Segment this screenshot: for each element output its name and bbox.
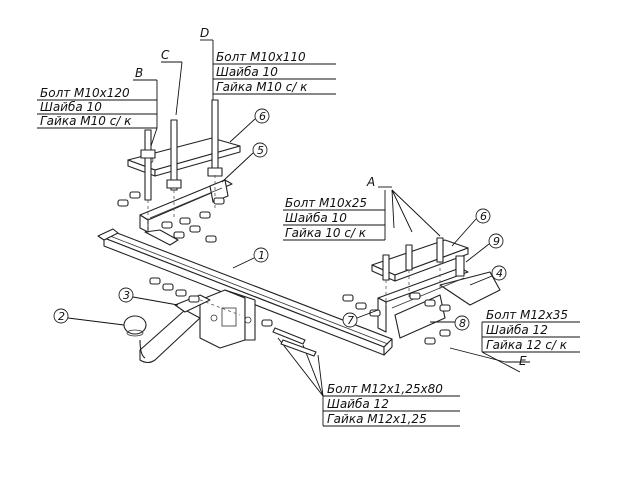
callout-group-bottom: Болт М12х1,25х80 Шайба 12 Гайка М12х1,25 [327,382,443,426]
left-long-bolts [140,99,223,235]
svg-text:4: 4 [496,267,503,280]
svg-text:9: 9 [493,235,500,248]
callout-e-bolt: Болт М12х35 [486,308,568,322]
callout-bottom-washer: Шайба 12 [327,397,389,411]
callout-b-washer: Шайба 10 [40,100,102,114]
callout-b-bolt: Болт М10х120 [40,86,130,100]
svg-text:6: 6 [480,210,487,223]
callout-a-nut: Гайка 10 с/ к [285,226,367,240]
part-number-4: 4 [469,265,507,286]
callout-bottom-nut: Гайка М12х1,25 [327,412,427,426]
svg-text:7: 7 [347,314,354,327]
callout-group-b: Болт М10х120 Шайба 10 Гайка М10 с/ к [40,86,132,128]
callout-group-e: Болт М12х35 Шайба 12 Гайка 12 с/ к [486,308,568,352]
svg-text:5: 5 [257,144,264,157]
part-number-2: 2 [53,308,125,326]
svg-text:8: 8 [459,317,466,330]
letter-e: E [519,354,527,368]
part-number-6-left: 6 [229,108,270,143]
svg-text:1: 1 [258,249,265,262]
left-mounting-bracket [139,179,233,246]
callout-e-nut: Гайка 12 с/ к [486,338,568,352]
part-number-8: 8 [430,315,470,331]
callout-c-bolt: Болт М10х110 [216,50,306,64]
callout-c-washer: Шайба 10 [216,65,278,79]
part-number-1: 1 [232,247,269,269]
part-number-7: 7 [342,309,379,328]
callout-bottom-bolt: Болт М12х1,25х80 [327,382,443,396]
letter-d: D [200,26,209,40]
svg-text:6: 6 [259,110,266,123]
part-number-3: 3 [118,287,179,306]
letter-c: C [161,48,170,62]
letter-a: A [366,175,375,189]
part-number-9: 9 [465,233,504,263]
callout-a-bolt: Болт М10х25 [285,196,367,210]
part-number-5: 5 [221,142,268,183]
part-number-6-right: 6 [451,208,491,247]
svg-text:2: 2 [58,310,65,323]
letter-b: B [135,66,143,80]
right-nuts [342,292,451,345]
callout-a-washer: Шайба 10 [285,211,347,225]
right-mounting-bracket [377,267,501,339]
right-short-bolts [382,237,465,305]
left-nuts-washers [117,191,225,243]
callout-c-nut: Гайка М10 с/ к [216,80,308,94]
leader-lines [37,39,580,427]
callout-group-c: Болт М10х110 Шайба 10 Гайка М10 с/ к [216,50,308,94]
callout-b-nut: Гайка М10 с/ к [40,114,132,128]
svg-text:3: 3 [123,289,130,302]
center-bolts-nuts [149,277,317,357]
callout-group-a: Болт М10х25 Шайба 10 Гайка 10 с/ к [285,196,367,240]
callout-e-washer: Шайба 12 [486,323,548,337]
tow-ball-arm [123,294,211,364]
